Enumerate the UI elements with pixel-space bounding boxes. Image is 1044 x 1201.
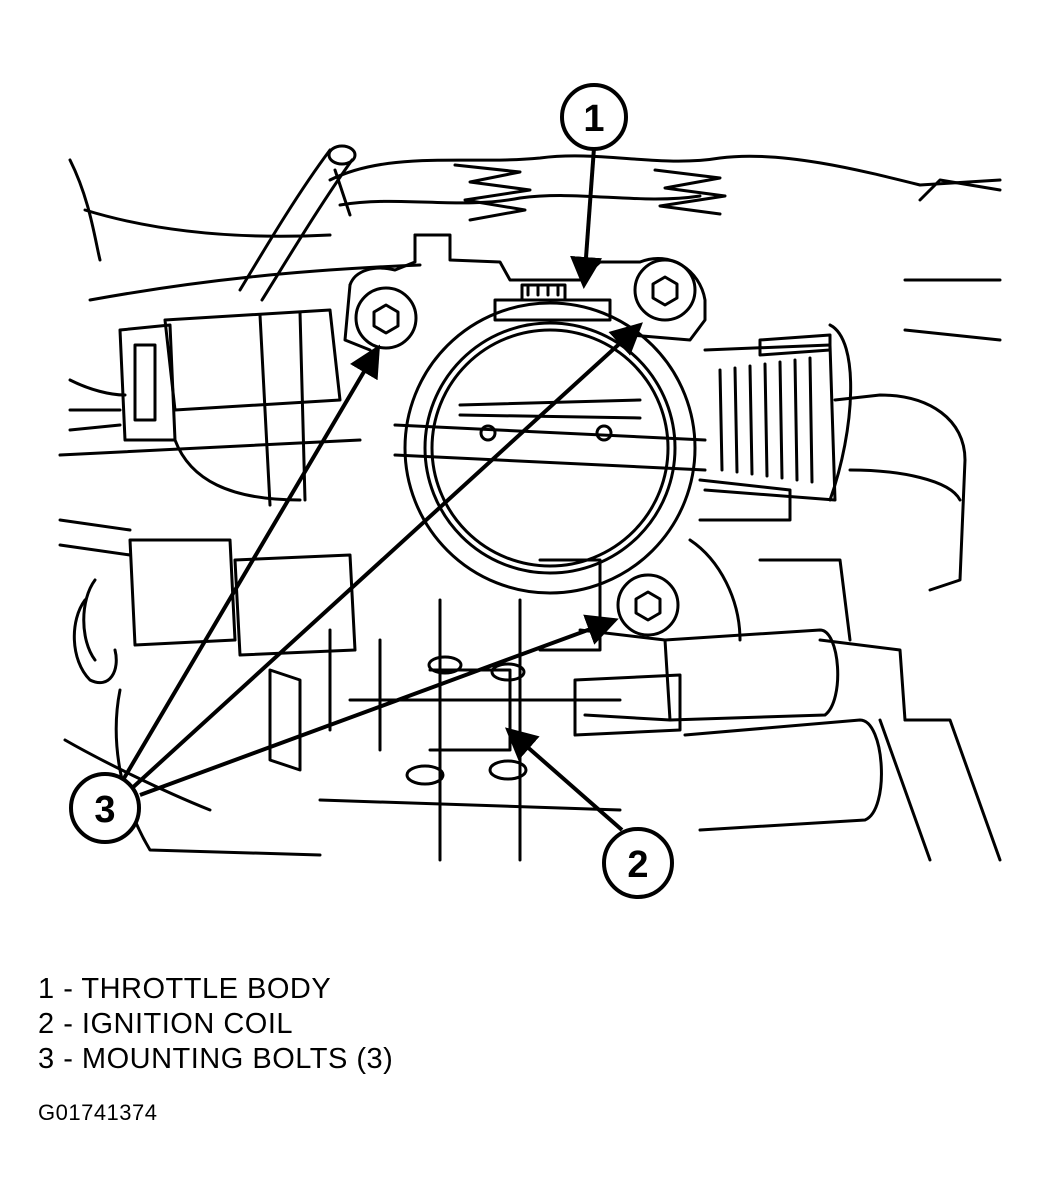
legend: 1 - THROTTLE BODY 2 - IGNITION COIL 3 - … <box>38 972 393 1077</box>
legend-item-label: IGNITION COIL <box>81 1008 294 1040</box>
callout-1: 1 <box>560 83 628 151</box>
throttle-body-diagram: 1 2 3 <box>58 83 1002 899</box>
callout-1-number: 1 <box>583 98 604 140</box>
leader-lines <box>118 147 643 832</box>
legend-item-3: 3 - MOUNTING BOLTS (3) <box>38 1043 394 1075</box>
engine-linework <box>58 144 1002 862</box>
leader-2-ignition-coil <box>504 727 624 832</box>
figure-id: G01741374 <box>38 1100 158 1125</box>
callout-2-number: 2 <box>627 844 648 886</box>
legend-item-1: 1 - THROTTLE BODY <box>38 973 332 1005</box>
legend-item-number: 2 <box>38 1008 55 1040</box>
legend-item-label: THROTTLE BODY <box>81 973 332 1005</box>
callout-3: 3 <box>69 772 141 844</box>
callout-3-number: 3 <box>94 789 115 831</box>
leader-3-bolt-lower <box>139 614 619 797</box>
legend-item-number: 1 <box>38 973 55 1005</box>
leader-1-throttle-body <box>570 147 602 289</box>
legend-item-2: 2 - IGNITION COIL <box>38 1008 294 1040</box>
callout-2: 2 <box>602 827 674 899</box>
legend-item-number: 3 <box>38 1043 55 1075</box>
legend-item-label: MOUNTING BOLTS (3) <box>81 1043 394 1075</box>
leader-3-bolt-right <box>128 322 643 792</box>
leader-3-bolt-left <box>118 344 381 787</box>
